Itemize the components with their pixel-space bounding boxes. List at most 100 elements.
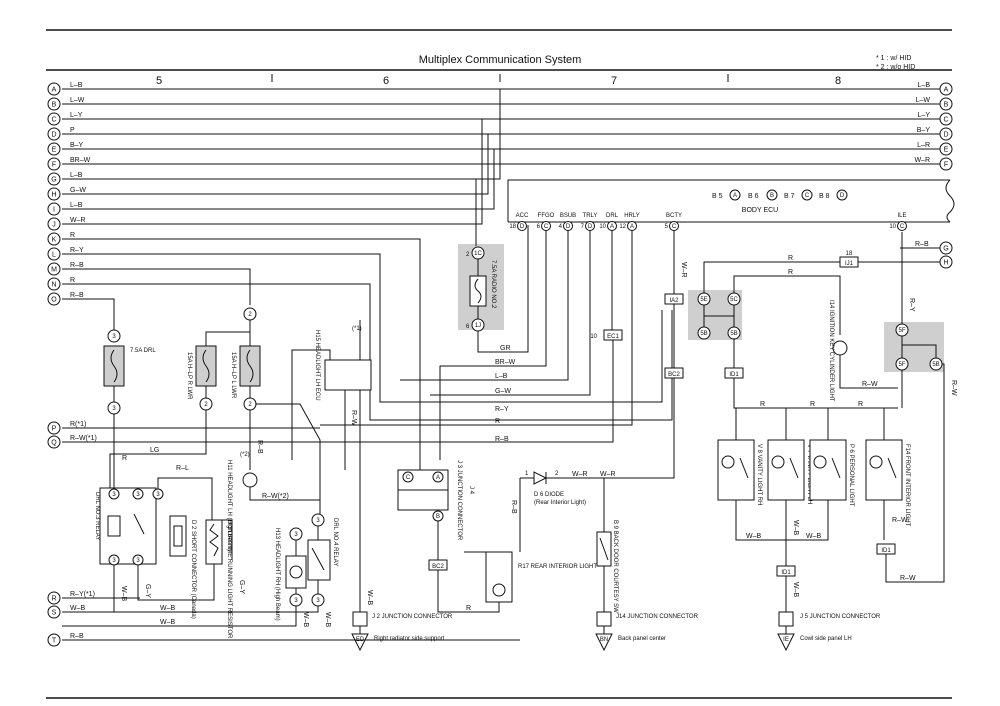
svg-text:A: A [436,475,440,481]
svg-text:3: 3 [156,492,160,498]
column-5: 5 [156,75,162,87]
right-input-connectors: GH [939,241,953,269]
svg-text:V 7 VANITY LIGHT LH: V 7 VANITY LIGHT LH [806,444,812,504]
svg-text:C: C [544,224,549,230]
ecu-drop-wires: BR–W L–B G–W R–Y R–B R [320,232,633,460]
svg-text:6: 6 [466,324,470,330]
svg-text:C: C [900,224,905,230]
svg-text:3: 3 [294,532,298,538]
ecu-conn-b8: B 8 [819,193,830,200]
row-O: OR–B [47,292,84,306]
svg-text:7: 7 [581,224,585,230]
svg-text:3: 3 [112,558,116,564]
note-hid: * 1 : w/ HID [876,55,911,62]
svg-text:W–B: W–B [120,586,127,602]
row-letter-left: H [51,192,56,199]
row-A: AL–BAL–B [47,82,953,96]
wire-label-left: R [70,232,75,239]
wire-label-left: L–B [70,202,83,209]
row-letter-left: M [51,267,57,274]
ecu-conn-b6: B 6 [748,193,759,200]
wire-label-left: B–Y [70,142,84,149]
wire-label-left: G–W [70,187,86,194]
lamp-p6: P 6 PERSONAL LIGHT [809,439,854,507]
svg-text:ID1: ID1 [729,372,739,378]
svg-text:H11 HEADLIGHT LH (High Beam): H11 HEADLIGHT LH (High Beam) [226,460,232,551]
svg-text:W–B: W–B [70,605,86,612]
svg-text:5B: 5B [730,331,737,337]
wire-label-left: L–Y [70,112,83,119]
svg-text:C: C [672,224,677,230]
svg-text:4: 4 [559,224,563,230]
row-letter-left: A [52,87,57,94]
wire-label-right: L–W [916,97,931,104]
svg-text:J 5 JUNCTION CONNECTOR: J 5 JUNCTION CONNECTOR [800,614,881,620]
wire-label-left: L–B [70,172,83,179]
row-letter-right: F [944,162,948,169]
wire-label-right: B–Y [917,127,931,134]
row-S: SW–B [47,605,86,619]
row-letter-left: K [52,237,57,244]
row-H: H G–W [47,187,86,201]
svg-text:Right radiator side support: Right radiator side support [374,636,445,642]
svg-text:TRLY: TRLY [583,213,598,219]
svg-text:R–W: R–W [900,575,916,582]
fuse-hlp: 15A H–LP R LWR 15A H–LP L LWR 2 2 2 LG R… [109,307,321,520]
svg-text:C: C [406,475,411,481]
right-input-G: G [939,241,953,255]
svg-text:R–W: R–W [892,517,908,524]
svg-text:IE: IE [783,637,789,643]
row-letter-left: L [52,252,56,259]
svg-text:B: B [770,193,774,199]
svg-text:3: 3 [112,492,116,498]
svg-text:5F: 5F [898,362,905,368]
svg-text:W–B: W–B [746,533,762,540]
rear-interior-light: R17 REAR INTERIOR LIGHT R [440,551,597,613]
svg-text:W–R: W–R [680,262,687,278]
svg-text:H15 HEADLIGHT LH ECU: H15 HEADLIGHT LH ECU [314,330,320,401]
ign-key-light: I14 IGNITION KEY CYLINDER LIGHT R–W [828,300,898,402]
svg-text:T: T [52,638,57,645]
svg-text:V 8 VANITY LIGHT RH: V 8 VANITY LIGHT RH [756,444,762,505]
ecu-conn-b5: B 5 [712,193,723,200]
svg-text:2: 2 [248,312,252,318]
svg-text:7.5A DRL: 7.5A DRL [130,348,156,354]
column-8: 8 [835,75,841,87]
row-K: KR [47,232,75,246]
right-input-H: H [939,255,953,269]
row-F: FBR–WFW–R [47,157,953,171]
note-no-hid: * 2 : w/o HID [876,64,915,71]
svg-text:3: 3 [316,518,320,524]
svg-text:ACC: ACC [516,213,529,219]
svg-text:R–B: R–B [510,500,517,514]
ecu-terminals: ACCD18FFGOC6BSUBD4TRLYD7DRLA10HRLYA12BCT… [509,213,907,232]
svg-text:5C: 5C [730,297,738,303]
fuse-radio-label: 7.5A RADIO NO.2 [490,260,496,309]
svg-text:12: 12 [619,224,626,230]
svg-text:3: 3 [316,598,320,604]
column-7: 7 [611,75,617,87]
svg-text:R–W: R–W [950,380,957,396]
lamp-v8: V 8 VANITY LIGHT RH [717,439,762,505]
interior-lamps: V 8 VANITY LIGHT RH V 7 VANITY LIGHT LH P … [717,439,910,527]
svg-text:R: R [810,401,815,408]
row-letter-right: B [944,102,949,109]
svg-text:GR: GR [500,345,511,352]
row-letter-left: I [53,207,55,214]
connector-ij1: IJ1 18 R–B R R [788,241,940,276]
svg-text:H13 HEADLIGHT RH (High Beam): H13 HEADLIGHT RH (High Beam) [274,528,280,621]
svg-text:2: 2 [248,402,252,408]
row-letter-left: J [52,222,56,229]
svg-text:P 6 PERSONAL LIGHT: P 6 PERSONAL LIGHT [848,444,854,507]
svg-text:5B: 5B [700,331,707,337]
row-I: I L–B [47,202,83,216]
svg-text:Cowl side panel LH: Cowl side panel LH [800,636,852,642]
ecu-label: BODY ECU [742,207,778,214]
svg-text:IJ1: IJ1 [845,261,854,267]
svg-text:ID1: ID1 [781,570,791,576]
svg-text:5B: 5B [932,362,939,368]
